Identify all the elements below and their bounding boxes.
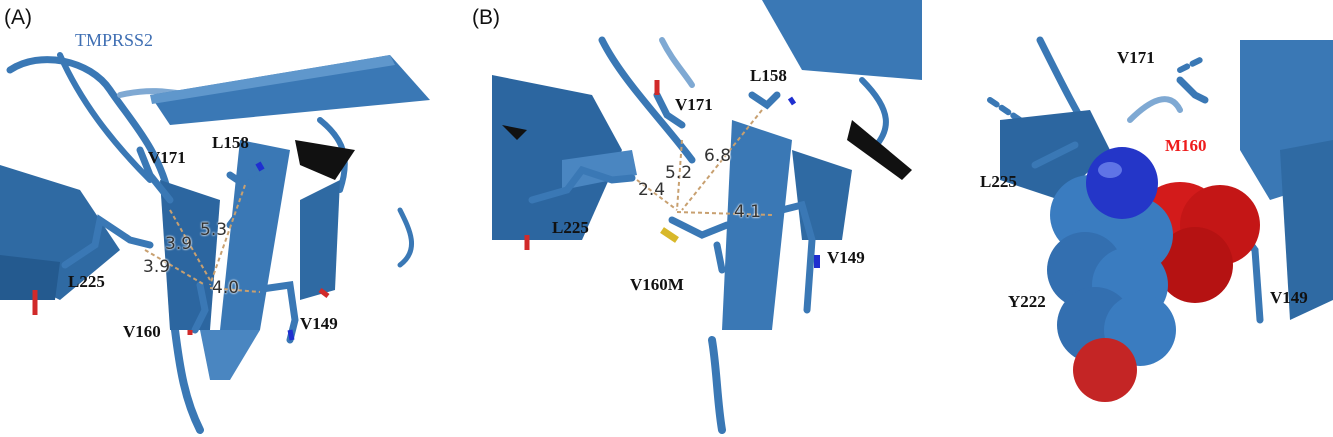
panel-c: V171 M160 L225 Y222 V149 xyxy=(980,0,1333,437)
residue-label-v149: V149 xyxy=(1270,288,1308,307)
panel-a-label: (A) xyxy=(4,6,32,29)
residue-label-l158: L158 xyxy=(750,66,787,85)
distance-label: 3.9 xyxy=(165,234,193,254)
protein-label-tmprss2: TMPRSS2 xyxy=(75,30,154,50)
distance-label: 6.8 xyxy=(704,146,732,166)
residue-label-l225: L225 xyxy=(552,218,589,237)
residue-label-v171: V171 xyxy=(675,95,713,114)
residue-label-v171: V171 xyxy=(1117,48,1155,67)
distance-label: 4.0 xyxy=(212,278,240,298)
panel-b-label: (B) xyxy=(472,6,500,29)
distance-label: 4.1 xyxy=(734,202,762,222)
structure-b-image xyxy=(492,0,922,434)
panel-a: (A) TMPRSS2 V171 L158 L225 V160 V149 5.3… xyxy=(0,0,440,437)
structure-c-image xyxy=(987,36,1333,402)
residue-label-l158: L158 xyxy=(212,133,249,152)
distance-label: 5.2 xyxy=(665,163,693,183)
distance-label: 2.4 xyxy=(638,180,666,200)
residue-label-v149: V149 xyxy=(300,314,338,333)
residue-label-l225: L225 xyxy=(980,172,1017,191)
residue-label-v149: V149 xyxy=(827,248,865,267)
distance-label: 3.9 xyxy=(143,257,171,277)
distance-label: 5.3 xyxy=(200,220,228,240)
panel-b: (B) L158 V171 L225 V160M V149 6.8 5.2 2.… xyxy=(472,0,942,437)
structure-a-image xyxy=(0,52,430,434)
residue-label-v171: V171 xyxy=(148,148,186,167)
residue-label-v160: V160 xyxy=(123,322,161,341)
residue-label-v160m: V160M xyxy=(630,275,684,294)
residue-label-l225: L225 xyxy=(68,272,105,291)
residue-label-m160: M160 xyxy=(1165,136,1207,155)
residue-label-y222: Y222 xyxy=(1008,292,1046,311)
